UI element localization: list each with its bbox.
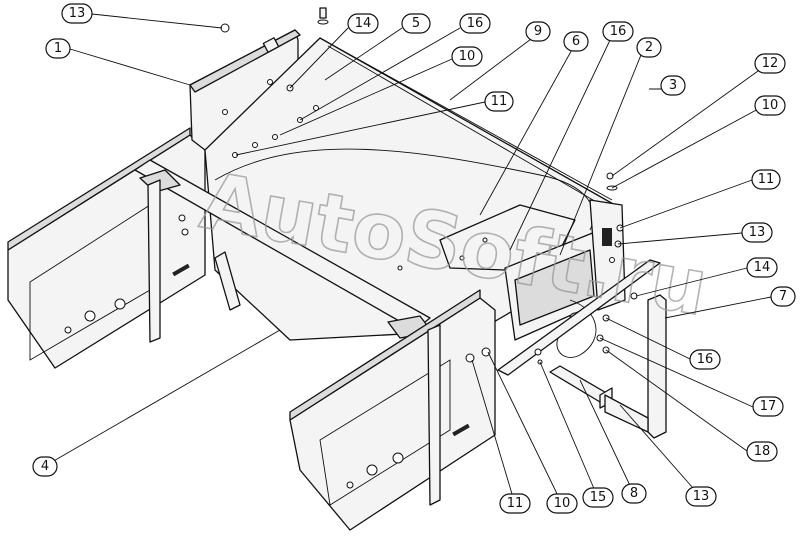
front-side-panel [289,289,496,531]
callout-4: 4 [32,456,58,477]
callout-9: 9 [525,21,551,42]
callout-13-bottom: 13 [685,486,717,507]
callout-11-bottom: 11 [499,493,531,514]
callout-label: 16 [467,16,484,31]
callout-label: 14 [355,16,372,31]
callout-label: 1 [54,41,62,56]
callout-label: 10 [554,496,571,511]
callout-label: 16 [610,24,627,39]
callout-label: 13 [69,6,86,21]
left-side-panel [7,127,206,369]
callout-11-right: 11 [751,169,781,190]
callout-label: 10 [762,98,779,113]
right-mounting-plate [504,199,626,358]
callout-16-bottom: 16 [689,349,721,370]
vertical-post [604,294,667,439]
callout-8: 8 [621,483,647,504]
callout-2: 2 [636,37,662,58]
callout-12: 12 [754,53,786,74]
callout-3: 3 [660,75,686,96]
callout-label: 4 [41,459,49,474]
leader-lines [44,13,772,505]
callout-16-mid: 16 [602,21,634,42]
support-legs [147,179,441,506]
callout-5: 5 [401,13,431,34]
callout-6: 6 [563,31,589,52]
callout-label: 15 [590,490,607,505]
callout-label: 5 [412,16,420,31]
callout-7: 7 [770,286,796,307]
callout-14-top: 14 [347,13,379,34]
callout-11-top: 11 [484,91,514,112]
callout-label: 9 [534,24,542,39]
callout-17: 17 [752,396,784,417]
callout-16-top: 16 [459,13,491,34]
callout-13-top-left: 13 [61,3,93,24]
callout-label: 12 [762,56,779,71]
callout-label: 11 [491,94,508,109]
callout-13-right: 13 [741,222,773,243]
callout-label: 16 [697,352,714,367]
callout-label: 3 [669,78,677,93]
callout-label: 6 [572,34,580,49]
callout-14-right: 14 [746,257,778,278]
callout-label: 18 [754,444,771,459]
callout-10-right: 10 [754,95,786,116]
callout-label: 11 [758,172,775,187]
callout-label: 7 [779,289,787,304]
callout-18: 18 [746,441,778,462]
callout-1: 1 [45,38,71,59]
callout-label: 17 [760,399,777,414]
callout-10-top: 10 [451,46,483,67]
callout-label: 13 [749,225,766,240]
callout-label: 2 [645,40,653,55]
callout-label: 11 [507,496,524,511]
callout-label: 10 [459,49,476,64]
callout-15: 15 [582,487,614,508]
callout-label: 14 [754,260,771,275]
callout-label: 13 [693,489,710,504]
callout-10-bottom: 10 [546,493,578,514]
callout-label: 8 [630,486,638,501]
